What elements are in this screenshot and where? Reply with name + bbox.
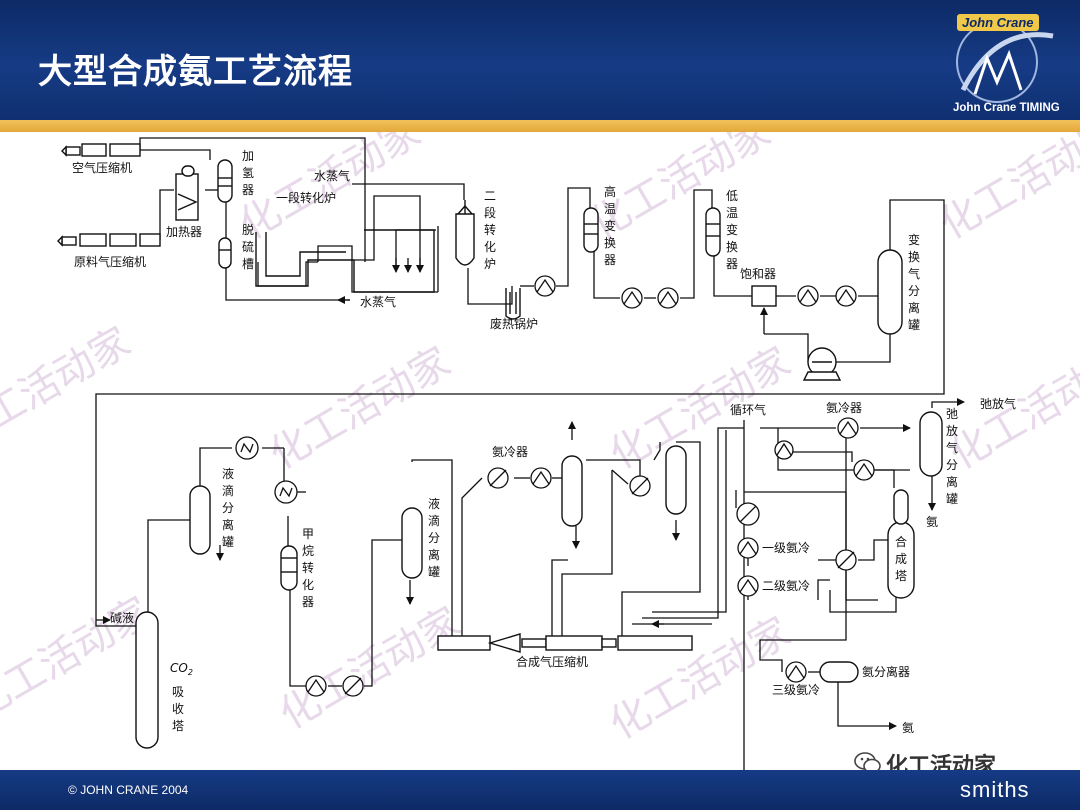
label-methanator: 甲烷转化器 [302,527,314,609]
heat-exchanger-icon [835,549,857,571]
primary-reformer-icon [255,229,435,293]
heat-exchanger-icon [737,575,759,597]
label-hydrogenator: 加氢器 [242,149,254,197]
slide-footer [0,770,1080,810]
label-ammonia-cooler-1: 氨冷器 [492,445,528,459]
label-saturator: 饱和器 [740,266,776,281]
label-caustic: 碱液 [110,610,134,625]
equipment [57,143,943,749]
heat-exchanger-icon [534,275,556,297]
footer-copyright: © JOHN CRANE 2004 [68,783,188,797]
heat-exchanger-icon [657,287,679,309]
desulfurizer-icon [218,237,232,269]
label-synthesis-tower: 合成塔 [895,534,907,583]
label-primary-reformer: 一段转化炉 [276,190,336,205]
copyright-icon: © [68,783,81,797]
ammonia-process-diagram: 化工活动家 化工活动家 化工活动家 化工活动家 化工活动家 化工活动家 化工活动… [0,132,1080,770]
pump-icon [802,347,842,381]
label-lt-shift: 低温变换器 [726,189,738,271]
separator-vessel-icon [665,445,687,515]
label-recycle-gas: 循环气 [730,402,766,417]
watermark-text: 化工活动家 [932,132,1080,249]
hydrogenator-icon [217,159,233,203]
label-ht-shift: 高温变换器 [604,184,616,267]
purge-separator-icon [919,411,943,477]
heat-exchanger-icon [342,675,364,697]
heat-exchanger-icon [837,417,859,439]
label-co2-absorber: 吸收塔 [172,685,184,733]
droplet-separator-2-icon [401,507,423,579]
ammonia-separator-icon [819,661,859,683]
watermark-text: 化工活动家 [0,589,158,729]
secondary-reformer-icon [455,200,475,266]
label-ammonia-cooler-2: 氨冷器 [826,401,862,415]
droplet-separator-1-icon [189,485,211,555]
label-co2-absorber-prefix: CO2 [170,661,193,677]
watermark-text: 化工活动家 [602,609,798,749]
syngas-compressor-icon [437,633,693,653]
heat-exchanger-icon [621,287,643,309]
label-ammonia-separator: 氨分离器 [862,664,910,679]
heat-exchanger-icon [797,285,819,307]
watermark-text: 化工活动家 [0,319,138,459]
label-tertiary-ammonia-cooling: 三级氨冷 [772,683,820,697]
label-purge-gas: 弛放气 [980,396,1016,411]
heat-exchangers [235,275,875,697]
air-compressor-icon [61,143,141,157]
heat-exchanger-icon [487,467,509,489]
heat-exchanger-icon [737,537,759,559]
label-feed-compressor: 原料气压缩机 [74,254,146,269]
label-secondary-reformer: 二段转化炉 [484,189,496,271]
vertical-labels: 加氢器 脱硫槽 二段转化炉 高温变换器 低温变换器 变换气分离罐 吸收塔 液滴分… [172,149,958,733]
logo-text: John Crane TIMING [953,102,1060,114]
heat-exchanger-icon [305,675,327,697]
feed-compressor-icon [57,233,161,247]
saturator-icon [751,285,777,307]
heat-exchanger-icon [785,661,807,683]
label-ammonia-out-2: 氨 [902,721,914,735]
label-syngas-compressor: 合成气压缩机 [516,654,588,669]
heat-exchanger-icon [853,459,875,481]
label-ammonia-out-1: 氨 [926,515,938,529]
label-secondary-ammonia-cooling: 二级氨冷 [762,579,810,593]
header-stripe [0,120,1080,132]
label-steam-bottom: 水蒸气 [360,294,396,309]
label-purge-tank: 弛放气分离罐 [946,407,958,506]
synthesis-tower-icon [887,489,915,599]
heat-exchanger-icon [235,436,259,460]
diagram-labels: 空气压缩机 原料气压缩机 加热器 水蒸气 一段转化炉 水蒸气 废热锅炉 饱和器 … [72,160,1016,735]
footer-brand: smiths [960,777,1030,802]
label-air-compressor: 空气压缩机 [72,160,132,175]
label-shift-separator: 变换气分离罐 [908,232,920,332]
heat-exchanger-icon [274,480,306,504]
heat-exchanger-icon [835,285,857,307]
ht-shift-converter-icon [583,207,599,253]
label-primary-ammonia-cooling: 一级氨冷 [762,541,810,555]
heat-exchanger-icon [736,502,760,526]
co2-absorber-icon [135,611,159,749]
heat-exchanger-icon [530,467,552,489]
john-crane-logo: John Crane John Crane TIMING [935,6,1075,118]
slide-title: 大型合成氨工艺流程 [38,52,353,92]
watermark-text: 化工活动家 [262,339,458,479]
label-droplet-separator-1: 液滴分离罐 [222,466,234,549]
heater-icon [175,165,199,221]
label-desulfurizer: 脱硫槽 [242,222,254,271]
label-droplet-separator-2: 液滴分离罐 [428,496,440,579]
methanator-icon [280,545,298,591]
shift-separator-icon [877,249,903,335]
label-heater: 加热器 [166,225,202,239]
heat-exchanger-icon [629,475,651,497]
copyright-text: JOHN CRANE 2004 [80,783,189,797]
label-waste-heat-boiler: 废热锅炉 [490,316,538,331]
heat-exchanger-icon [774,440,794,460]
wechat-icon [854,752,881,774]
lt-shift-converter-icon [705,207,721,257]
waste-heat-boiler-icon [505,288,521,320]
watermark-text: 化工活动家 [272,599,468,739]
separator-vessel-icon [561,455,583,527]
slide-header [0,0,1080,120]
label-steam-top: 水蒸气 [314,168,350,183]
logo-badge: John Crane [957,14,1039,31]
